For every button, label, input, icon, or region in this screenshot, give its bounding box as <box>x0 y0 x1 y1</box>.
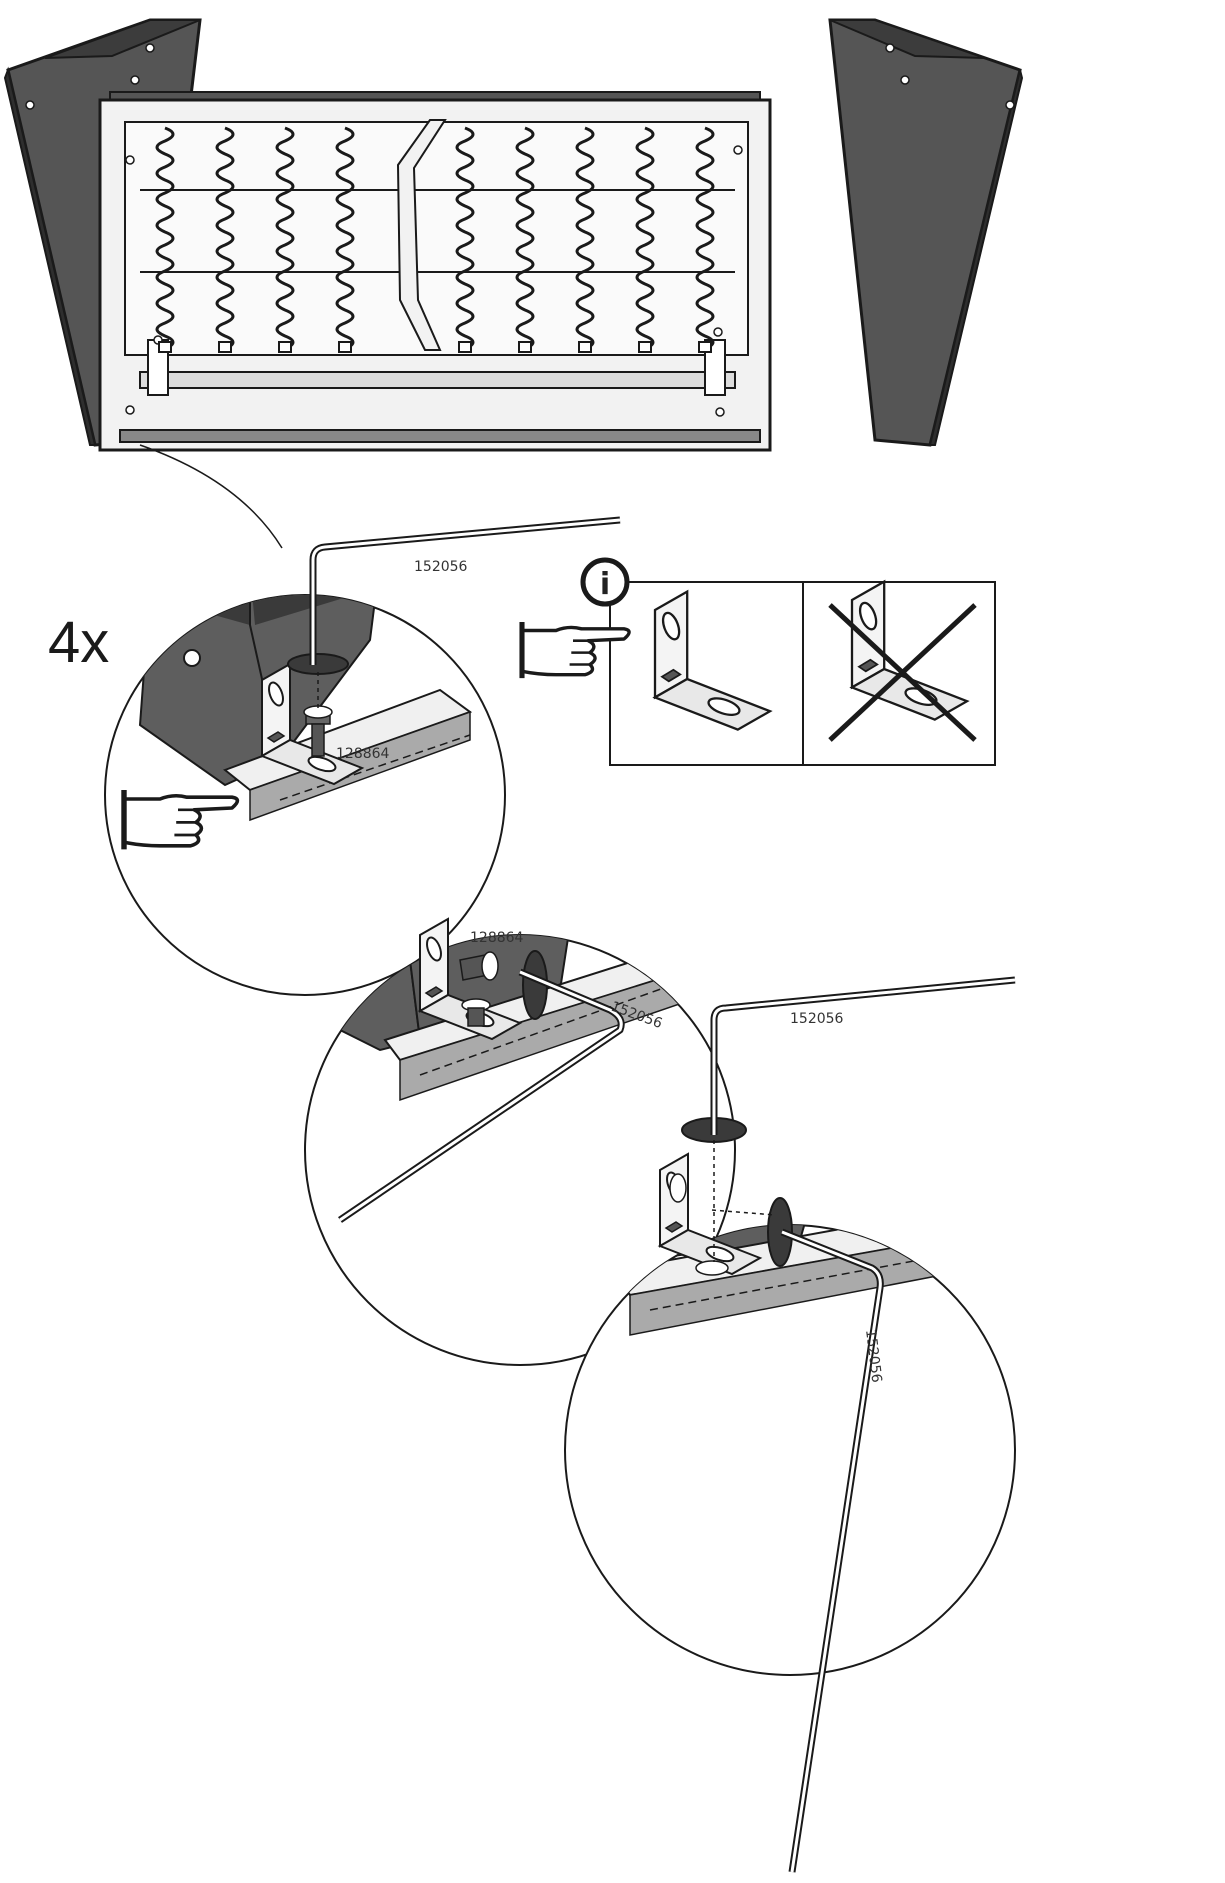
quantity-label: 4x <box>48 610 109 675</box>
allen-key-1: 152056 <box>309 516 621 665</box>
spring-clip <box>158 341 172 353</box>
cross-mark-icon <box>828 603 977 742</box>
spring-coil <box>215 126 235 351</box>
screw-part-number: 128864 <box>336 746 390 762</box>
spring-clip <box>638 341 652 353</box>
spring-coil <box>635 126 655 351</box>
allen-key-4: 152056 <box>780 1228 884 1873</box>
allen-key-part-number-1: 152056 <box>414 559 468 575</box>
info-icon: i <box>580 557 630 607</box>
callout-line <box>139 444 283 549</box>
sofa-springs <box>155 126 715 353</box>
rotate-arrow-icon <box>287 653 349 675</box>
spring-clip <box>458 341 472 353</box>
spring-clip <box>698 341 712 353</box>
svg-text:i: i <box>600 567 610 602</box>
spring-coil <box>575 126 595 351</box>
spring-coil <box>515 126 535 351</box>
screw-part-number-2: 128864 <box>470 930 524 946</box>
allen-key-part-number-3: 152056 <box>790 1011 844 1027</box>
allen-key-part-number-4: 152056 <box>862 1329 884 1384</box>
spring-coil <box>155 126 175 351</box>
incorrect-bracket-example <box>828 580 977 742</box>
spring-clip <box>518 341 532 353</box>
spring-coil <box>455 126 475 351</box>
spring-clip <box>218 341 232 353</box>
allen-key-3: 152056 <box>710 976 1016 1135</box>
info-panel: i <box>580 557 996 766</box>
rotate-arrow-icon <box>767 1197 793 1267</box>
spring-coil <box>335 126 355 351</box>
detail-circle-2: 128864 <box>304 918 736 1366</box>
spring-clip <box>278 341 292 353</box>
spring-clip <box>578 341 592 353</box>
spring-coil <box>275 126 295 351</box>
spring-clip <box>338 341 352 353</box>
sofa-frame-underside <box>3 18 1024 452</box>
spring-coil <box>695 126 715 351</box>
